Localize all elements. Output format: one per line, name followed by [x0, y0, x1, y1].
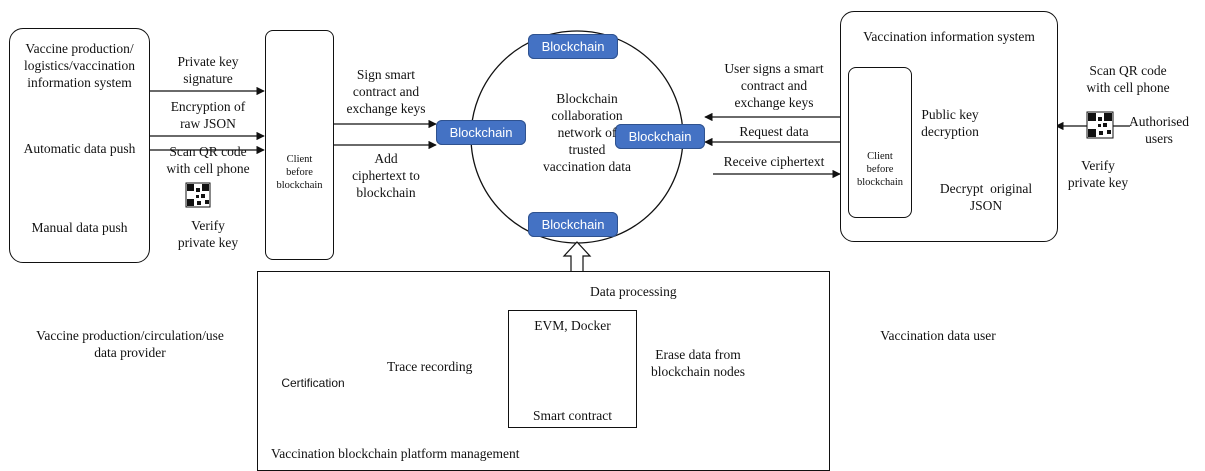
user-signs-label: User signs a smart contract and exchange…	[724, 61, 824, 110]
provider-box	[9, 28, 150, 263]
provider-system-label: Vaccine production/ logistics/vaccinatio…	[24, 41, 135, 90]
decrypt-json-label: Decrypt original JSON	[939, 181, 1033, 213]
evm-docker-label: EVM, Docker	[534, 318, 611, 333]
smart-contract-box	[508, 310, 637, 428]
right-client-label: Client before blockchain	[856, 151, 904, 188]
trace-recording-label: Trace recording	[387, 359, 473, 374]
receive-ciphertext-label: Receive ciphertext	[723, 154, 825, 169]
erase-data-label: Erase data from blockchain nodes	[650, 347, 746, 379]
right-verify-key-label: Verify private key	[1067, 158, 1129, 190]
certification-label: Certification	[281, 376, 345, 390]
smart-contract-label: Smart contract	[532, 408, 613, 423]
right-client-box	[848, 67, 912, 218]
platform-title: Vaccination blockchain platform manageme…	[271, 446, 520, 461]
right-scan-qr-label: Scan QR code with cell phone	[1086, 63, 1170, 95]
user-caption: Vaccination data user	[880, 328, 996, 343]
sign-contract-label: Sign smart contract and exchange keys	[346, 67, 426, 116]
provider-caption: Vaccine production/circulation/use data …	[36, 328, 224, 360]
scan-qr-label: Scan QR code with cell phone	[166, 144, 250, 176]
left-client-box	[265, 30, 334, 260]
left-qr-code-icon	[185, 182, 211, 208]
blockchain-node-bottom: Blockchain	[528, 212, 618, 237]
blockchain-node-top: Blockchain	[528, 34, 618, 59]
request-data-label: Request data	[739, 124, 809, 139]
blockchain-node-left: Blockchain	[436, 120, 526, 145]
data-processing-label: Data processing	[590, 284, 677, 299]
blockchain-node-right: Blockchain	[615, 124, 705, 149]
authorised-users-label: Authorised users	[1129, 114, 1189, 146]
vaccination-system-title: Vaccination information system	[863, 29, 1035, 44]
public-key-decryption-label: Public key decryption	[921, 107, 979, 139]
add-ciphertext-label: Add ciphertext to blockchain	[352, 151, 420, 200]
network-center-label: Blockchain collaboration network of trus…	[542, 91, 632, 174]
manual-push-label: Manual data push	[31, 220, 128, 235]
verify-key-label: Verify private key	[177, 218, 239, 250]
automatic-push-label: Automatic data push	[23, 141, 136, 156]
right-qr-code-icon	[1086, 111, 1114, 139]
left-client-label: Client before blockchain	[276, 154, 323, 191]
encryption-label: Encryption of raw JSON	[170, 99, 246, 131]
private-key-signature-label: Private key signature	[177, 54, 239, 86]
